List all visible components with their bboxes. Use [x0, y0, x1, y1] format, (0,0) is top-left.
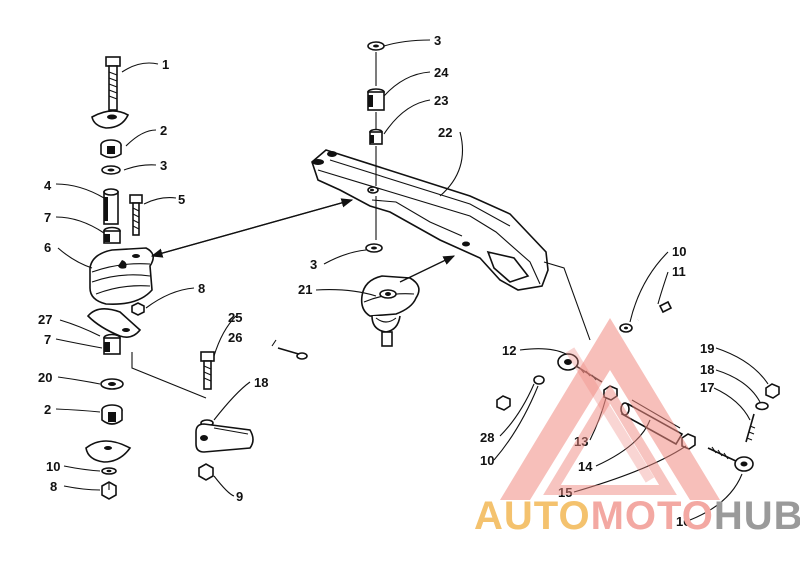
top-plate: [91, 110, 130, 129]
callout-18-middle: 18: [254, 375, 268, 390]
callout-11: 11: [672, 264, 686, 279]
callout-2-lower: 2: [44, 402, 51, 417]
callout-22: 22: [438, 125, 452, 140]
ball-joint-part-12: [557, 353, 603, 383]
callout-5: 5: [178, 192, 185, 207]
nut-part-28: [496, 395, 511, 411]
callout-3-below: 3: [310, 257, 317, 272]
callout-25: 25: [228, 310, 242, 325]
callout-20: 20: [38, 370, 52, 385]
mount-arrow: [399, 255, 456, 283]
washer-part-20: [100, 378, 124, 390]
callout-10-bottom: 10: [480, 453, 494, 468]
callout-7-upper: 7: [44, 210, 51, 225]
callout-23: 23: [434, 93, 448, 108]
bushing-part-23: [369, 128, 383, 145]
bottom-plate: [85, 440, 132, 463]
jam-nut-part-13: [603, 385, 618, 401]
callout-7-lower: 7: [44, 332, 51, 347]
callout-8-upper: 8: [198, 281, 205, 296]
middle-lower-assembly: [131, 347, 308, 481]
adjuster-sleeve-part-14: [620, 399, 684, 446]
cotter-pin-part-26: [277, 347, 308, 360]
bushing-part-7-upper: [103, 226, 121, 244]
connector-line: [131, 352, 207, 399]
callout-21: 21: [298, 282, 312, 297]
callout-10-left: 10: [46, 459, 60, 474]
cushion-part-2-lower: [101, 404, 123, 425]
left-mount-assembly: [85, 56, 154, 500]
callout-8-lower: 8: [50, 479, 57, 494]
callout-27: 27: [38, 312, 52, 327]
callout-6: 6: [44, 240, 51, 255]
washer-part-3-left: [101, 165, 121, 175]
callout-10-top: 10: [672, 244, 686, 259]
lower-plate: [86, 308, 142, 338]
bolt-part-11: [637, 300, 673, 322]
callout-28: 28: [480, 430, 494, 445]
assembly-arrow-left: [150, 199, 353, 258]
tie-rod-link-line: [543, 261, 591, 341]
callout-2: 2: [160, 123, 167, 138]
engine-mount-part-6: [89, 247, 154, 306]
nut-part-9: [198, 463, 214, 481]
washer-part-10-lower: [533, 375, 545, 385]
bolt-part-25: [200, 351, 215, 390]
engine-mount-part-21: [360, 275, 420, 347]
bolt-part-1: [105, 56, 121, 111]
callout-17: 17: [700, 380, 714, 395]
link-bracket: [195, 423, 254, 453]
callout-4: 4: [44, 178, 52, 193]
callout-24: 24: [434, 65, 449, 80]
callout-19: 19: [700, 341, 714, 356]
nut-part-8-lower: [101, 481, 117, 500]
callout-9: 9: [236, 489, 243, 504]
callout-12: 12: [502, 343, 516, 358]
cushion-part-2-top: [100, 139, 122, 159]
callout-15: 15: [558, 485, 572, 500]
washer-part-10-left: [101, 467, 117, 475]
callout-26: 26: [228, 330, 242, 345]
washer-part-3-top: [367, 41, 385, 51]
washer-part-3-below: [365, 243, 383, 253]
washer-part-18-right: [755, 401, 769, 411]
nut-part-8-upper: [131, 302, 145, 316]
washer-part-10-right: [619, 323, 633, 333]
rod-end-part-16: [707, 446, 754, 472]
spacer-part-4: [103, 188, 119, 225]
cross-member-part-22: [311, 149, 549, 291]
nut-part-19: [765, 383, 780, 399]
callout-14: 14: [578, 459, 593, 474]
bushing-part-7-lower: [103, 333, 121, 355]
spacer-part-24: [367, 88, 385, 111]
bolt-part-5: [129, 194, 143, 236]
callout-3: 3: [160, 158, 167, 173]
callout-18-right: 18: [700, 362, 714, 377]
callout-16: 16: [676, 514, 690, 529]
tie-rod-assembly: [496, 300, 780, 472]
bolt-part-17: [745, 413, 756, 443]
callout-13: 13: [574, 434, 588, 449]
callout-3-top: 3: [434, 33, 441, 48]
callout-1: 1: [162, 57, 169, 72]
